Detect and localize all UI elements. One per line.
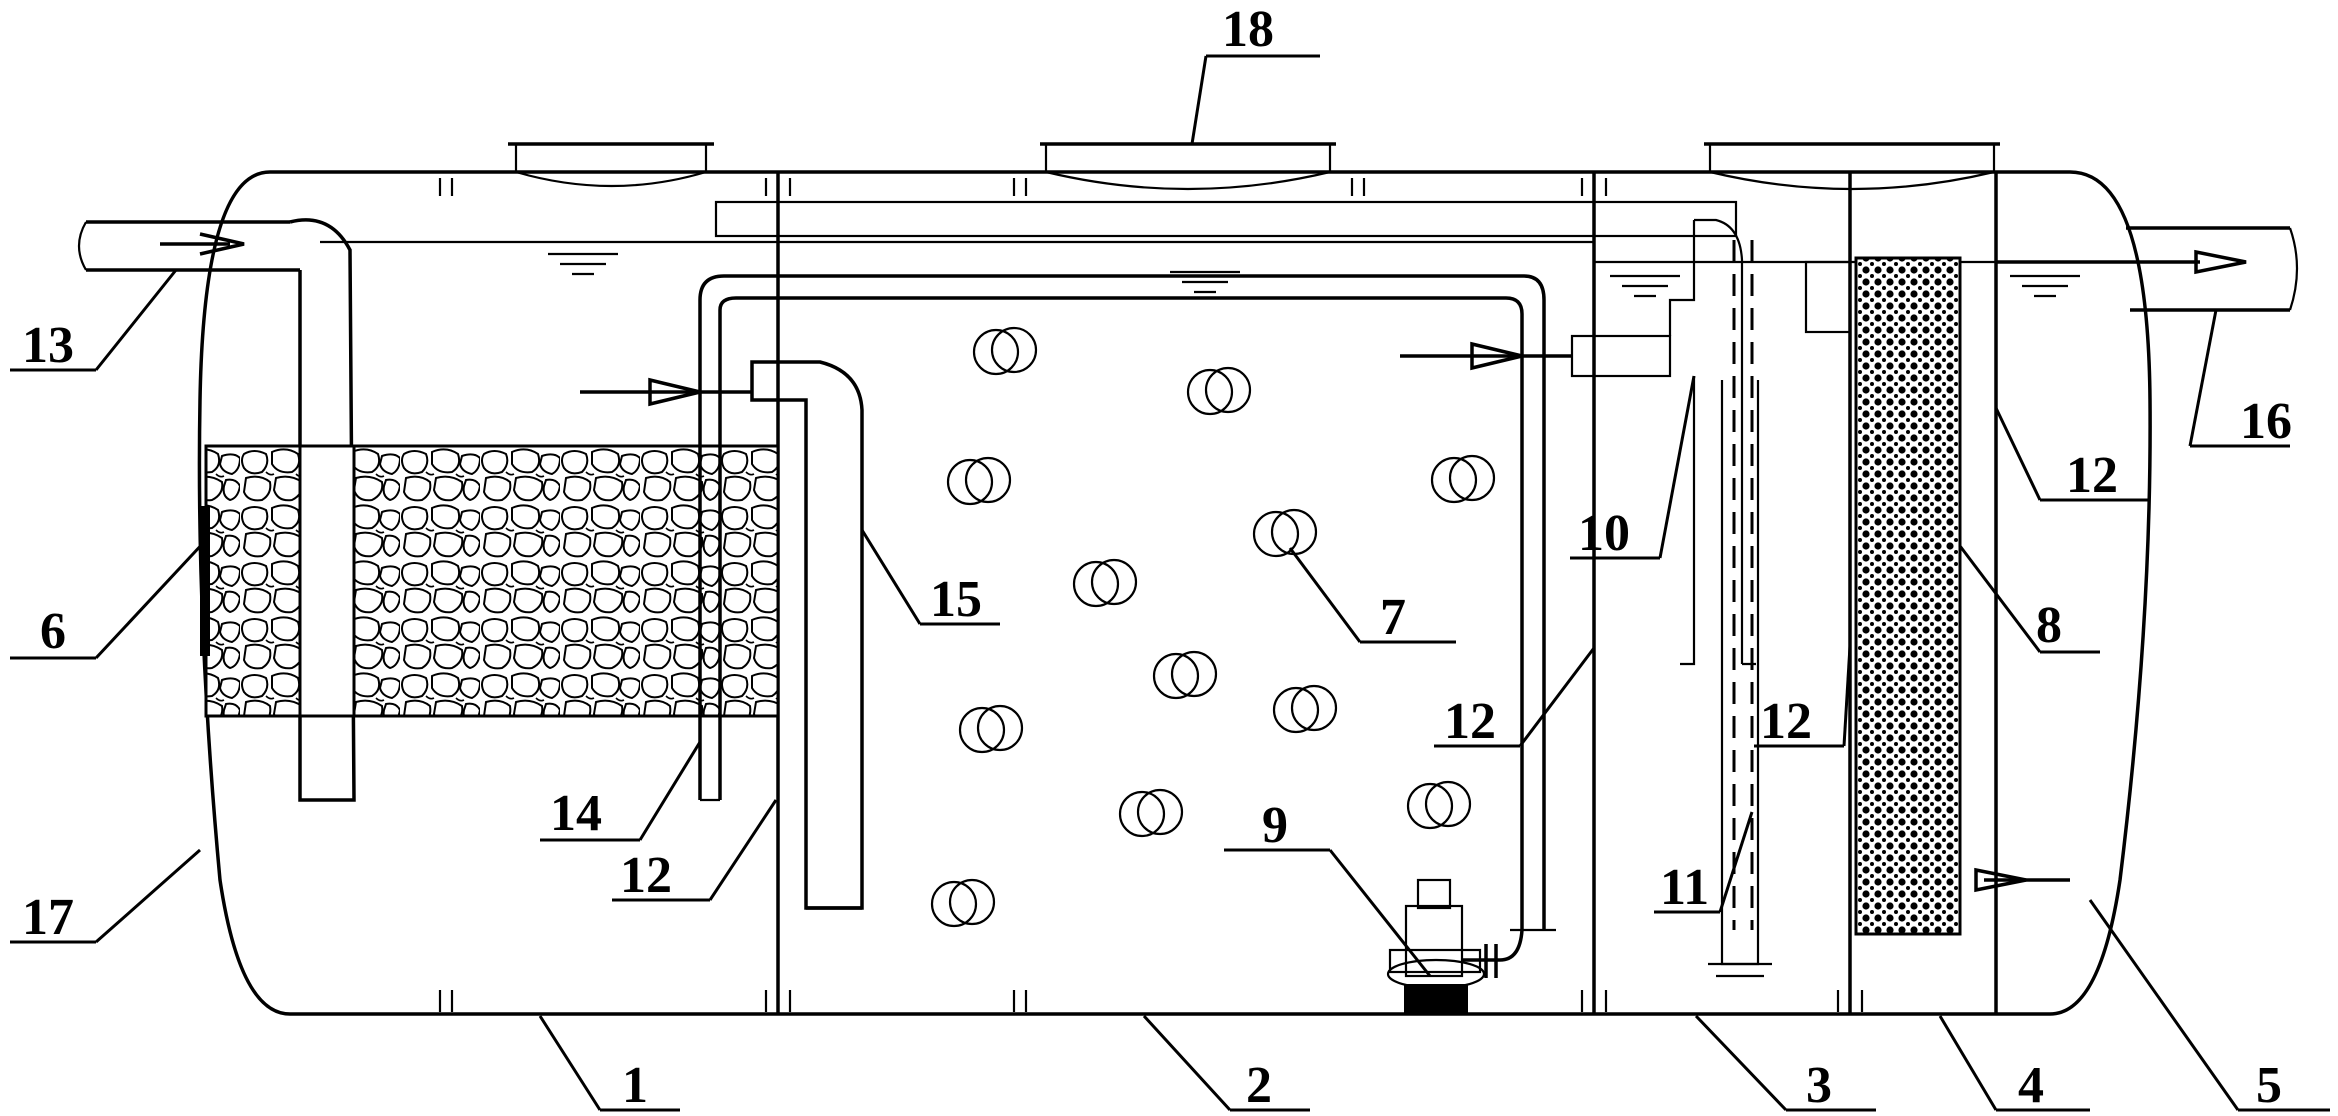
label-7: 7 [1380,589,1406,646]
top-beam [714,200,1738,238]
label-12-left: 12 [620,847,672,904]
label-16: 16 [2240,393,2292,450]
label-1: 1 [622,1057,648,1114]
callout-labels: 18 13 6 17 14 12 15 7 9 12 10 11 12 8 12… [22,1,2292,1114]
pipe-15 [580,360,864,910]
label-11: 11 [1660,859,1709,916]
label-4: 4 [2018,1057,2044,1114]
manhole-covers [508,142,2000,191]
transfer-pipe-14 [698,274,1556,932]
outlet-pipe [1974,226,2299,893]
media-rings [930,326,1496,928]
label-14: 14 [550,785,602,842]
label-3: 3 [1806,1057,1832,1114]
label-13: 13 [22,317,74,374]
tank-shell [197,170,2152,1016]
label-10: 10 [1578,505,1630,562]
label-2: 2 [1246,1057,1272,1114]
label-17: 17 [22,889,74,946]
label-6: 6 [40,603,66,660]
label-9: 9 [1262,797,1288,854]
submersible-pump [1386,878,1524,1014]
label-12-far: 12 [2066,447,2118,504]
leader-lines [10,54,2330,1112]
filter-media-block [1854,256,1962,936]
label-12-right: 12 [1760,693,1812,750]
label-15: 15 [930,571,982,628]
label-8: 8 [2036,597,2062,654]
filter-stone-layer [200,444,780,718]
label-5: 5 [2256,1057,2282,1114]
chamber-3-apparatus [1400,218,1852,978]
label-18: 18 [1222,1,1274,58]
label-12-mid: 12 [1444,693,1496,750]
